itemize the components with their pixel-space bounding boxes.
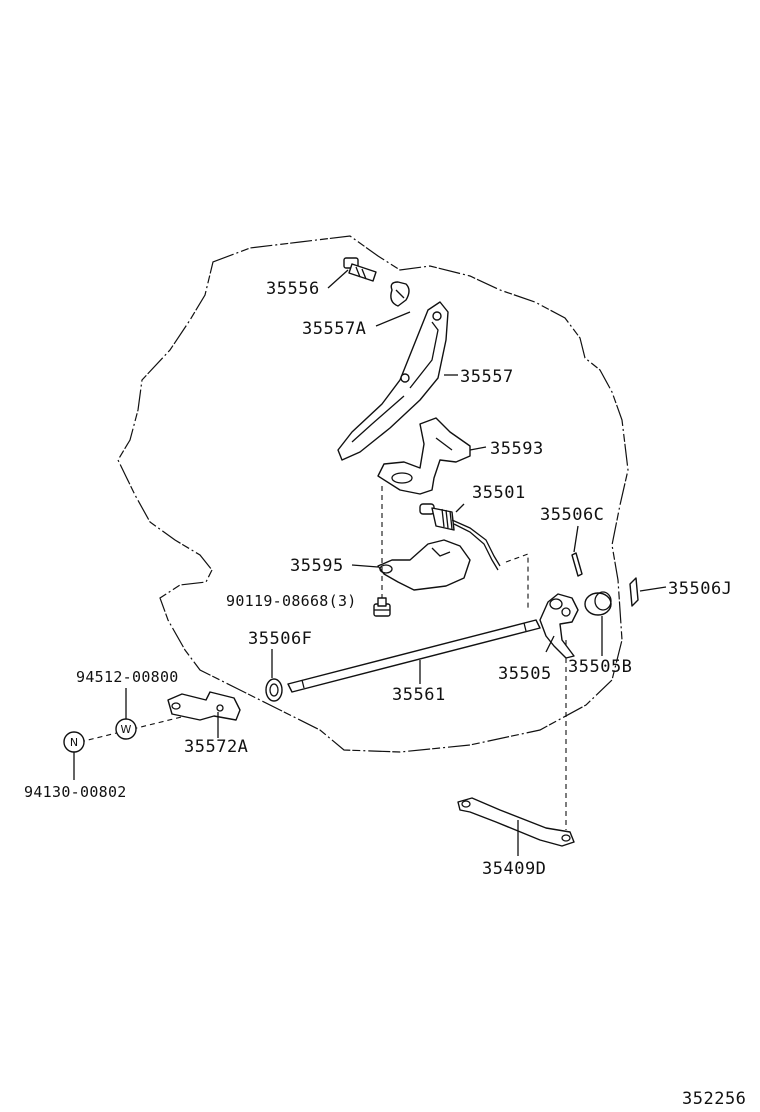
label-35409D: 35409D (482, 859, 546, 879)
label-35556: 35556 (266, 279, 320, 299)
leader-35556 (327, 269, 349, 289)
part-35506F-seal (265, 678, 283, 702)
leader-35505 (545, 635, 555, 653)
label-35501: 35501 (472, 483, 526, 503)
label-35572A: 35572A (184, 737, 248, 757)
label-35505B: 35505B (568, 657, 632, 677)
label-35506J: 35506J (668, 579, 732, 599)
part-35557A-clip (390, 281, 410, 307)
transmission-case-outline (117, 235, 629, 753)
label-35506F: 35506F (248, 629, 312, 649)
label-35561: 35561 (392, 685, 446, 705)
part-35593-bracket (377, 417, 471, 495)
leader-35506J (639, 586, 667, 592)
label-94130: 94130-00802 (24, 783, 127, 801)
leader-35501 (455, 503, 465, 513)
leader-35595 (351, 564, 379, 568)
leader-35557A (375, 311, 411, 327)
part-35506C-pin (571, 552, 583, 577)
label-35557: 35557 (460, 367, 514, 387)
label-35593: 35593 (490, 439, 544, 459)
leader-35593 (469, 446, 487, 451)
dash-rod-to-shaft (505, 553, 529, 610)
label-35557A: 35557A (302, 319, 366, 339)
part-35557-lever (337, 301, 449, 461)
part-35556-bolt (343, 257, 377, 282)
part-35506J-plate (629, 577, 639, 607)
part-35561-shaft (287, 619, 541, 693)
label-94512: 94512-00800 (76, 668, 179, 686)
part-35595-bracket (377, 539, 471, 591)
dash-bolt-line (79, 705, 227, 743)
label-35505: 35505 (498, 664, 552, 684)
part-35501-rod (419, 503, 501, 571)
part-35572A-plate (167, 691, 241, 721)
part-35409D-lever (457, 797, 575, 847)
figure-code: 352256 (682, 1089, 746, 1109)
label-35595: 35595 (290, 556, 344, 576)
nut-symbol-letter: N (70, 736, 78, 749)
part-90119-bolt (373, 597, 391, 617)
label-35506C: 35506C (540, 505, 604, 525)
leader-35506C (573, 525, 579, 553)
label-90119: 90119-08668(3) (226, 592, 357, 610)
washer-symbol-letter: W (121, 723, 132, 736)
part-35505B-bushing (584, 591, 612, 616)
part-35505-shift-head (539, 593, 579, 659)
